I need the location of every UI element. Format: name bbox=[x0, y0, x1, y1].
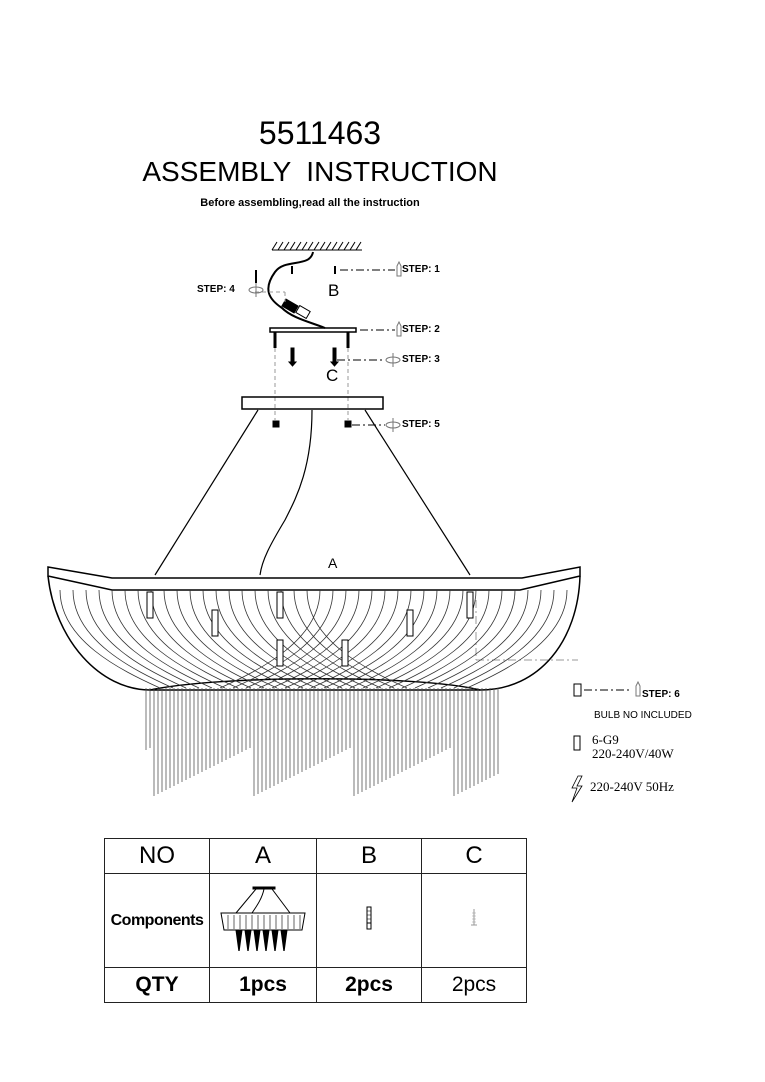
strand bbox=[98, 589, 200, 689]
strand bbox=[362, 589, 464, 689]
step-5-label: STEP: 5 bbox=[402, 419, 440, 430]
strand bbox=[124, 589, 226, 689]
strand bbox=[414, 589, 516, 689]
bulb-holder bbox=[276, 591, 284, 619]
header-no: NO bbox=[104, 838, 210, 874]
wall-plug-icon bbox=[366, 906, 372, 930]
label-c: C bbox=[326, 366, 339, 385]
header-b: B bbox=[316, 838, 422, 874]
connector-icon bbox=[281, 298, 299, 314]
component-b bbox=[316, 873, 422, 968]
step-1-label: STEP: 1 bbox=[402, 264, 440, 275]
step-4-label: STEP: 4 bbox=[197, 284, 235, 295]
header-a: A bbox=[209, 838, 317, 874]
suspension-wires bbox=[154, 409, 471, 576]
strand bbox=[310, 589, 412, 689]
step-2-label: STEP: 2 bbox=[402, 324, 440, 335]
subtitle: Before assembling,read all the instructi… bbox=[200, 197, 420, 209]
strand bbox=[293, 589, 395, 689]
strand bbox=[271, 589, 373, 689]
crystal-fringe bbox=[145, 688, 499, 796]
model-number: 5511463 bbox=[258, 115, 382, 151]
strand bbox=[388, 589, 490, 689]
strand bbox=[427, 589, 529, 689]
strand bbox=[176, 589, 278, 689]
arrow-icon bbox=[248, 260, 641, 697]
ceiling-hatch bbox=[271, 241, 362, 251]
strand bbox=[254, 589, 356, 689]
screw-icon bbox=[471, 909, 477, 926]
bulb-holder bbox=[146, 591, 154, 619]
strand bbox=[59, 589, 161, 689]
strand bbox=[72, 589, 174, 689]
components-label: Components bbox=[104, 873, 210, 968]
step-3-label: STEP: 3 bbox=[402, 354, 440, 365]
strand bbox=[284, 589, 386, 689]
strand bbox=[440, 589, 542, 689]
strand bbox=[349, 589, 451, 689]
power-cable bbox=[267, 251, 326, 329]
strand bbox=[232, 589, 334, 689]
strand bbox=[453, 589, 555, 689]
frame-strands bbox=[59, 589, 568, 689]
page-title: ASSEMBLY INSTRUCTION bbox=[142, 156, 498, 187]
strand bbox=[466, 589, 568, 689]
leader-lines bbox=[337, 269, 632, 691]
qty-a: 1pcs bbox=[209, 967, 317, 1003]
canopy bbox=[241, 396, 384, 410]
strand bbox=[219, 589, 321, 689]
label-b: B bbox=[328, 281, 340, 300]
strand bbox=[228, 589, 330, 689]
assembly-diagram bbox=[47, 241, 641, 803]
bulb-holder bbox=[276, 639, 284, 667]
voltage-icon bbox=[571, 775, 583, 803]
strand bbox=[375, 589, 477, 689]
label-a: A bbox=[328, 555, 338, 571]
strand bbox=[137, 589, 239, 689]
bulb-power: 220-240V/40W bbox=[592, 746, 674, 761]
component-a bbox=[209, 873, 317, 968]
chandelier-icon bbox=[220, 886, 306, 953]
voltage-spec: 220-240V 50Hz bbox=[590, 779, 674, 794]
strand bbox=[258, 589, 360, 689]
qty-c: 2pcs bbox=[421, 967, 527, 1003]
connector-icon bbox=[295, 304, 311, 320]
wall-plug-icon bbox=[291, 266, 336, 274]
strand bbox=[401, 589, 503, 689]
strand bbox=[267, 589, 369, 689]
strand bbox=[163, 589, 265, 689]
strand bbox=[202, 589, 304, 689]
bulb-holder bbox=[406, 609, 414, 637]
bulb-holder bbox=[211, 609, 219, 637]
chandelier-frame bbox=[47, 566, 581, 691]
bulb-holder bbox=[466, 591, 474, 619]
bulb-type: 6-G9 bbox=[592, 732, 619, 747]
g9-bulb-icon bbox=[573, 735, 581, 751]
bulb-holder bbox=[341, 639, 349, 667]
qty-label: QTY bbox=[104, 967, 210, 1003]
bulb-holders bbox=[146, 591, 474, 667]
strand bbox=[189, 589, 291, 689]
component-c bbox=[421, 873, 527, 968]
step-6-label: STEP: 6 bbox=[642, 689, 680, 700]
mounting-plate bbox=[269, 327, 357, 333]
parts-table: NO A B C Components QTY 1pcs 2pcs 2pcs bbox=[104, 838, 527, 1003]
strand bbox=[297, 589, 399, 689]
bulb-note: BULB NO INCLUDED bbox=[594, 710, 692, 721]
strand bbox=[111, 589, 213, 689]
qty-b: 2pcs bbox=[316, 967, 422, 1003]
strand bbox=[245, 589, 347, 689]
strand bbox=[323, 589, 425, 689]
header-c: C bbox=[421, 838, 527, 874]
strand bbox=[85, 589, 187, 689]
bulb-icon bbox=[573, 683, 582, 697]
alignment-lines bbox=[255, 291, 349, 420]
strand bbox=[336, 589, 438, 689]
screw-icon bbox=[287, 347, 340, 367]
strand bbox=[215, 589, 317, 689]
